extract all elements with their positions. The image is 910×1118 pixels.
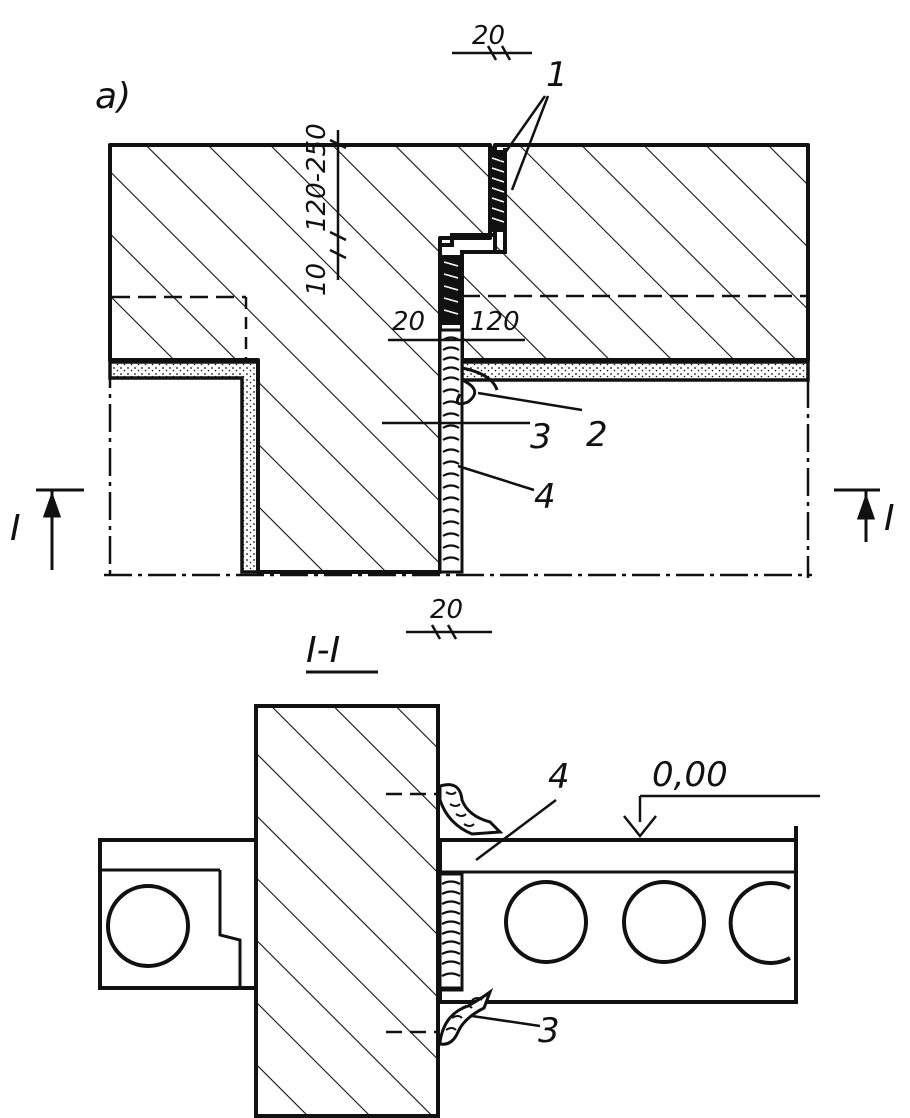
upper-sealant — [438, 783, 504, 836]
left-slab-core — [106, 884, 190, 968]
section-marker-left-label: I — [10, 508, 21, 549]
joint-filling-waves — [442, 336, 460, 561]
section-joint-waves — [441, 880, 461, 977]
section-marker-left — [36, 488, 84, 570]
dimension-wall-depth: 120-250 — [302, 123, 332, 232]
right-room — [465, 380, 808, 572]
leader-2 — [477, 391, 583, 412]
top-dimension — [452, 45, 532, 61]
callout-3-top: 3 — [530, 417, 552, 457]
section-wall — [254, 704, 440, 1118]
left-slab-key — [218, 870, 242, 988]
callout-4-top: 4 — [534, 477, 556, 517]
gasket — [455, 378, 477, 406]
dim-tick-a — [329, 138, 347, 150]
dimension-wall-offset: 10 — [302, 263, 332, 296]
seal-zigzag-top — [491, 157, 505, 223]
figure-label: a) — [95, 76, 131, 117]
callout-2: 2 — [586, 415, 608, 455]
dimension-seal-length: 120 — [470, 307, 520, 337]
right-plaster — [460, 360, 810, 382]
leader-1a — [498, 95, 547, 161]
leader-4-bottom — [475, 799, 557, 861]
dimension-joint-width: 20 — [392, 307, 425, 337]
lower-sealant — [438, 987, 494, 1046]
callout-3-bottom: 3 — [538, 1011, 560, 1051]
right-slab-core-2 — [622, 880, 706, 964]
bottom-dimension — [406, 624, 492, 640]
upper-sealant-waves — [445, 791, 475, 827]
elevation-label: 0,00 — [652, 755, 728, 795]
dimension-top-gap: 20 — [472, 21, 505, 51]
callout-1: 1 — [546, 55, 568, 95]
right-slab-core-1 — [504, 880, 588, 964]
dimension-bottom-gap: 20 — [430, 595, 463, 625]
gasket-arc — [461, 366, 499, 391]
dim-tick-c — [329, 248, 347, 260]
lower-sealant-waves — [445, 997, 483, 1031]
upper-view: a) — [10, 21, 895, 640]
callout-4-bottom: 4 — [548, 757, 570, 797]
section-view: I-I 0,00 4 3 — [98, 630, 820, 1118]
section-marker-right — [834, 488, 880, 542]
section-marker-right-label: I — [884, 498, 895, 539]
seal-zigzag-mid — [443, 261, 459, 315]
left-room — [110, 380, 242, 572]
section-title: I-I — [306, 630, 340, 671]
right-slab-core-3 — [728, 881, 791, 965]
leader-3-bottom — [471, 1014, 541, 1028]
elevation-triangle — [623, 815, 657, 839]
leader-4-top — [457, 464, 535, 492]
dim-tick-b — [329, 230, 347, 242]
seal-fill-mid — [442, 255, 460, 325]
leader-1b — [510, 95, 550, 191]
